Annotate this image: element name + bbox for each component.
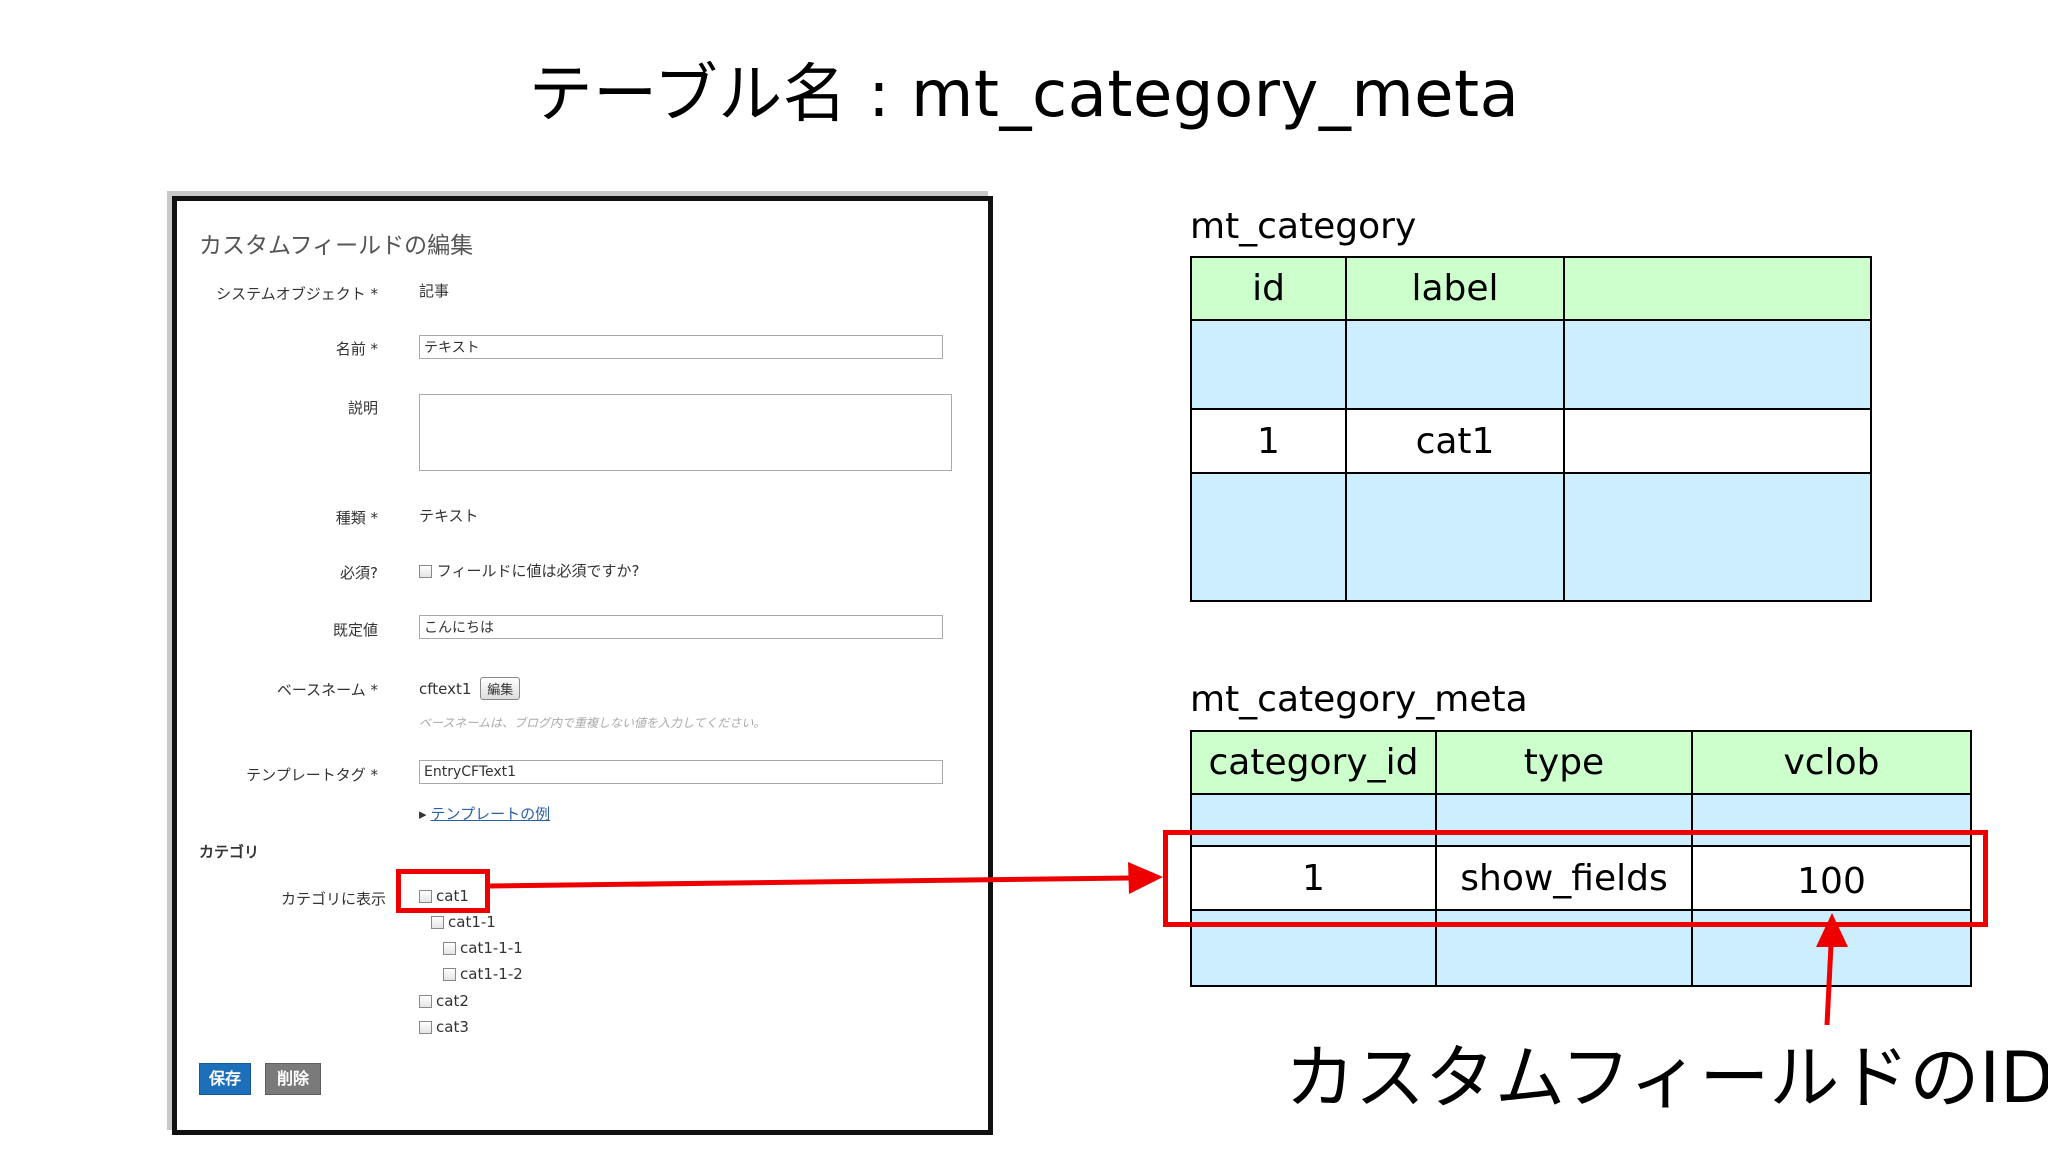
description-label: 説明 (347, 399, 378, 417)
panel-heading: カスタムフィールドの編集 (199, 233, 474, 259)
category-item[interactable]: cat1-1 (431, 913, 496, 931)
default-label: 既定値 (332, 621, 378, 639)
meta-row-highlight-box (1163, 830, 1988, 927)
category-checkbox[interactable] (443, 968, 456, 981)
mt-category-caption: mt_category (1190, 206, 1417, 247)
category-label: cat1-1 (448, 913, 496, 931)
arrow-head-right-icon (1128, 862, 1163, 894)
category-label: cat1-1-2 (460, 965, 523, 983)
type-value: テキスト (419, 507, 479, 525)
category-item[interactable]: cat1 (419, 887, 469, 905)
category-item[interactable]: cat3 (419, 1018, 469, 1036)
category-label: cat2 (436, 992, 469, 1010)
category-item[interactable]: cat1-1-2 (443, 965, 523, 983)
required-text: フィールドに値は必須ですか? (436, 562, 640, 580)
template-tag-input[interactable] (419, 760, 943, 784)
table-cell: cat1 (1345, 408, 1565, 474)
category-section-title: カテゴリ (199, 843, 260, 861)
table-row (1190, 319, 1872, 410)
table-cell (1435, 793, 1693, 847)
table-cell: 100 (1691, 845, 1972, 911)
table-cell: 1 (1190, 845, 1437, 911)
arrow-head-up-icon (1816, 913, 1848, 947)
system-object-value: 記事 (419, 282, 450, 300)
cat1-highlight-box (396, 869, 490, 913)
header-cell (1563, 256, 1872, 321)
required-option[interactable]: フィールドに値は必須ですか? (419, 560, 639, 581)
basename-edit-button[interactable]: 編集 (480, 677, 521, 700)
table-cell (1345, 472, 1565, 602)
category-label: cat1-1-1 (460, 939, 523, 957)
name-label: 名前 * (335, 340, 378, 358)
table-cell (1190, 793, 1437, 847)
category-item[interactable]: cat1-1-1 (443, 939, 523, 957)
category-checkbox[interactable] (431, 916, 444, 929)
category-item[interactable]: cat2 (419, 992, 469, 1010)
default-value-input[interactable] (419, 615, 943, 639)
category-checkbox[interactable] (419, 1021, 432, 1034)
delete-button[interactable]: 削除 (265, 1063, 321, 1095)
template-example-text: テンプレートの例 (430, 805, 551, 823)
header-cell: id (1190, 256, 1347, 321)
table-row (1190, 793, 1972, 847)
header-cell: category_id (1190, 730, 1437, 795)
category-checkbox[interactable] (419, 890, 432, 903)
header-cell: label (1345, 256, 1565, 321)
table-header-row: id label (1190, 256, 1872, 321)
table-cell (1563, 408, 1872, 474)
custom-field-edit-panel: カスタムフィールドの編集 システムオブジェクト * 記事 名前 * 説明 種類 … (172, 196, 993, 1135)
field-id-arrow-line (1824, 944, 1834, 1026)
category-label: cat1 (436, 887, 469, 905)
required-label: 必須? (340, 564, 378, 582)
required-checkbox[interactable] (419, 565, 432, 578)
table-cell (1563, 319, 1872, 410)
template-example-link[interactable]: ▸テンプレートの例 (419, 803, 550, 824)
basename-row: cftext1 編集 (419, 677, 521, 700)
table-cell: 1 (1190, 408, 1347, 474)
custom-field-id-annotation: カスタムフィールドのID (1285, 1037, 2048, 1119)
show-in-category-label: カテゴリに表示 (280, 890, 386, 908)
header-cell: vclob (1691, 730, 1972, 795)
table-row (1190, 472, 1872, 602)
category-checkbox[interactable] (419, 995, 432, 1008)
category-link-arrow-line (489, 875, 1131, 889)
table-row: 1 cat1 (1190, 408, 1872, 474)
mt-category-meta-caption: mt_category_meta (1190, 679, 1528, 720)
table-cell: show_fields (1435, 845, 1693, 911)
table-row: 1 show_fields 100 (1190, 845, 1972, 911)
save-button[interactable]: 保存 (199, 1063, 251, 1095)
triangle-right-icon: ▸ (419, 805, 427, 823)
table-cell (1691, 793, 1972, 847)
description-textarea[interactable] (419, 394, 952, 471)
mt-category-table: id label 1 cat1 (1190, 256, 1872, 602)
basename-value: cftext1 (419, 680, 472, 698)
table-cell (1563, 472, 1872, 602)
template-tag-label: テンプレートタグ * (246, 766, 378, 784)
category-label: cat3 (436, 1018, 469, 1036)
slide-title: テーブル名 : mt_category_meta (528, 58, 1520, 132)
basename-hint: ベースネームは、ブログ内で重複しない値を入力してください。 (419, 716, 766, 730)
system-object-label: システムオブジェクト * (216, 285, 378, 303)
name-input[interactable] (419, 335, 943, 359)
basename-label: ベースネーム * (276, 681, 378, 699)
table-cell (1190, 472, 1347, 602)
type-label: 種類 * (335, 509, 378, 527)
table-header-row: category_id type vclob (1190, 730, 1972, 795)
category-checkbox[interactable] (443, 942, 456, 955)
table-cell (1190, 319, 1347, 410)
header-cell: type (1435, 730, 1693, 795)
table-cell (1345, 319, 1565, 410)
